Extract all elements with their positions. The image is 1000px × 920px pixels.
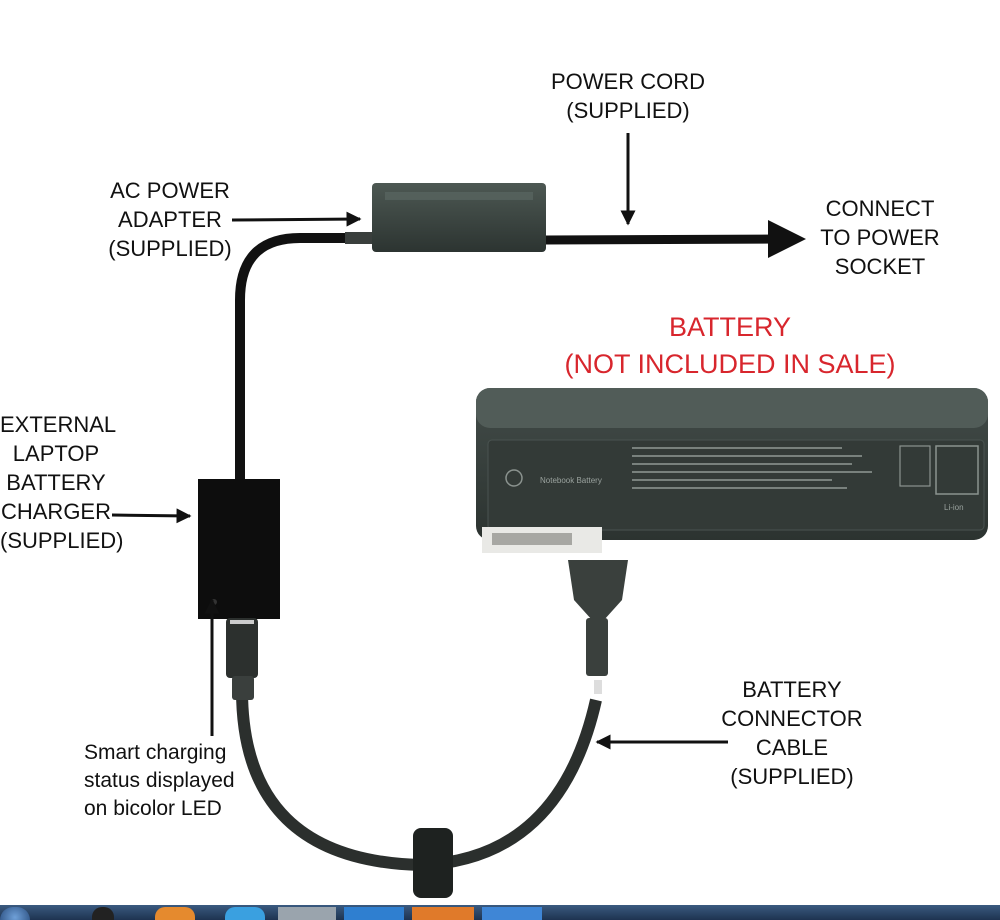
shield-icon[interactable] [482,907,542,920]
mail-icon[interactable] [344,907,404,920]
battery-connector-plug [568,560,628,694]
start-orb-icon[interactable] [0,907,30,920]
arrow-ac-adapter [231,211,362,227]
dc-cable [235,233,377,485]
battery-chem-text: Li-ion [944,503,964,512]
taskbar [0,905,1000,920]
arrow-charger [111,508,192,524]
power-cord [544,220,806,258]
charger-plug [226,618,258,700]
adapter-strain-relief [345,232,373,244]
label-power-cord: POWER CORD(SUPPLIED) [551,69,705,123]
media-icon[interactable] [92,907,114,920]
label-battery: BATTERY(NOT INCLUDED IN SALE) [564,312,896,379]
explorer-icon[interactable] [278,907,336,920]
app-icon[interactable] [412,907,474,920]
battery-pack: Notebook Battery Li-ion [476,388,988,553]
battery-series-text: Notebook Battery [540,476,602,485]
arrows [111,133,728,750]
charger-unit [198,479,280,619]
weee-bin-icon [899,445,931,487]
ie-icon[interactable] [225,907,265,920]
hp-logo-icon [505,469,523,487]
ferrite-core [413,828,453,898]
ac-adapter [372,183,546,252]
browser-icon[interactable] [155,907,195,920]
recycle-icon [935,445,979,495]
